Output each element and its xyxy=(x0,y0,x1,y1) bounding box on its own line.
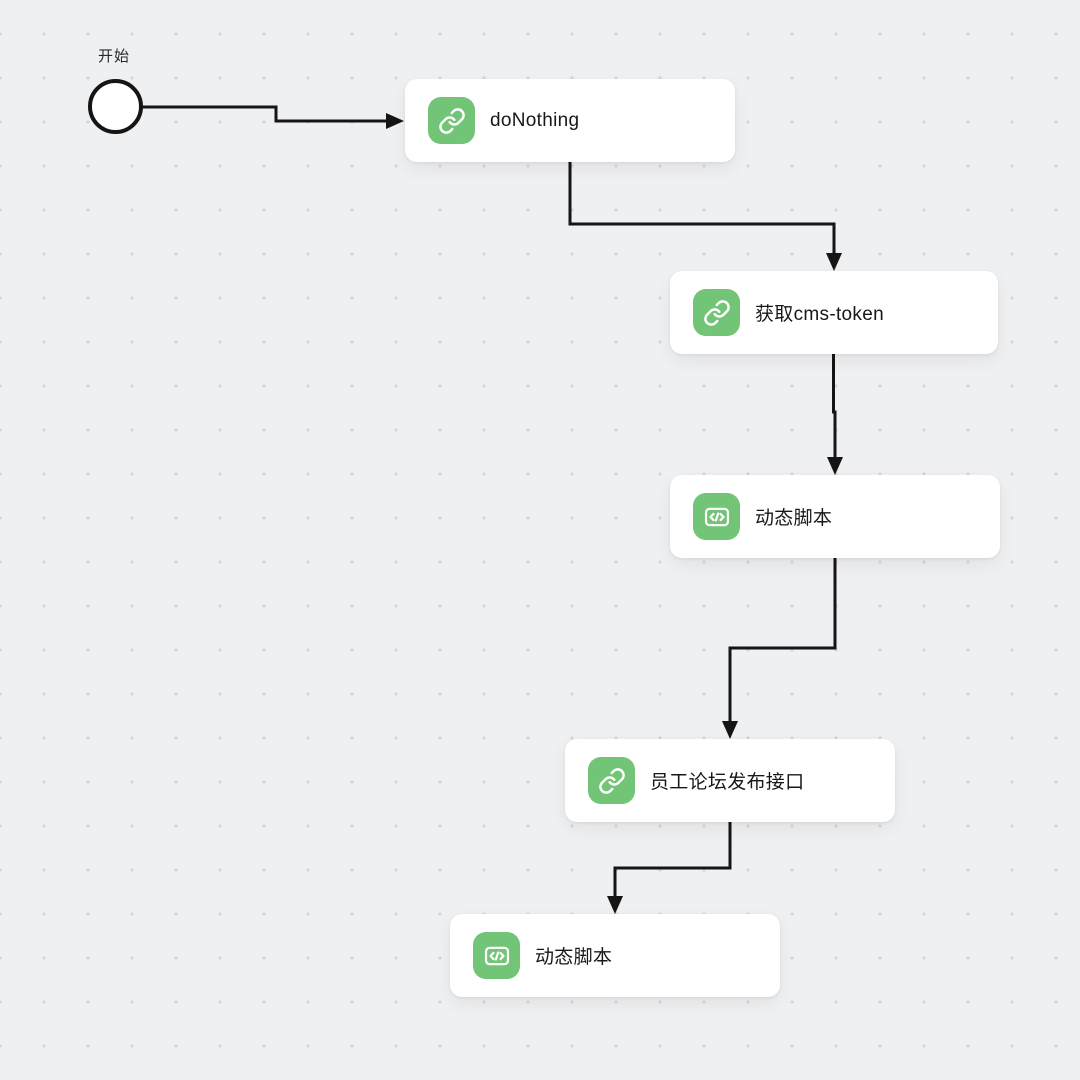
node-label: 动态脚本 xyxy=(535,947,613,968)
edge-script1-to-forum xyxy=(722,558,837,739)
node-label: 员工论坛发布接口 xyxy=(650,772,805,793)
edge-donothing-to-cmstoken xyxy=(568,162,842,271)
node-label: 动态脚本 xyxy=(755,508,833,529)
link-icon xyxy=(428,97,475,144)
node-donothing[interactable]: doNothing xyxy=(405,79,735,162)
edge-start-to-donothing xyxy=(142,105,404,129)
node-label: 获取cms-token xyxy=(755,304,884,325)
code-icon xyxy=(693,493,740,540)
node-dynamic-script-2[interactable]: 动态脚本 xyxy=(450,914,780,997)
edge-cmstoken-to-script1 xyxy=(827,354,843,475)
node-dynamic-script-1[interactable]: 动态脚本 xyxy=(670,475,1000,558)
link-icon xyxy=(693,289,740,336)
start-label: 开始 xyxy=(98,48,131,65)
code-icon xyxy=(473,932,520,979)
node-label: doNothing xyxy=(490,109,580,131)
node-forum-publish-api[interactable]: 员工论坛发布接口 xyxy=(565,739,895,822)
start-node[interactable] xyxy=(88,79,143,134)
edge-forum-to-script2 xyxy=(607,822,732,914)
node-get-cms-token[interactable]: 获取cms-token xyxy=(670,271,998,354)
link-icon xyxy=(588,757,635,804)
